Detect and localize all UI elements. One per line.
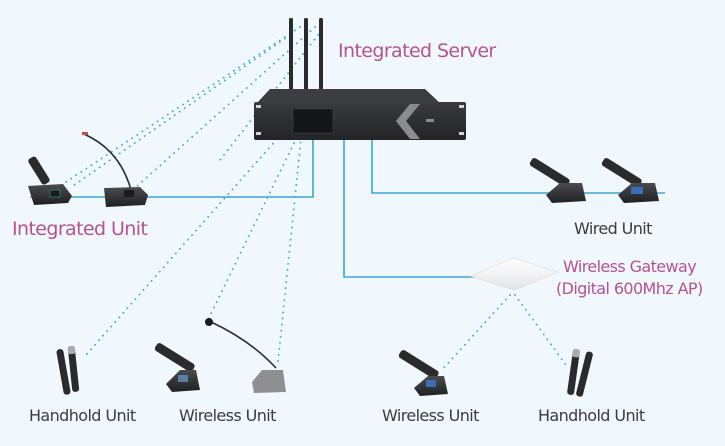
wireless-link-gateway-to-handhold [514,294,567,366]
integrated-unit-device-2 [82,132,148,207]
wired-link-wired-unit [371,140,665,194]
handhold-unit-right-label: Handhold Unit [538,406,645,425]
server-display-screen [292,108,334,134]
wireless-gateway-sublabel: (Digital 600Mhz AP) [556,279,703,298]
wireless-link-server-to-handhold [85,129,286,356]
wired-link-integrated-unit [30,140,314,198]
server-logo-chevron [396,104,420,139]
integrated-server-device [254,18,466,140]
wireless-link-antenna-to-unit-c [69,34,291,189]
wireless-gateway-device [469,257,559,291]
wireless-unit-right-device [398,350,448,396]
wired-link-gateway [343,140,480,278]
integrated-server-label: Integrated Server [338,40,496,62]
handhold-unit-left-label: Handhold Unit [29,406,136,425]
integrated-unit-label: Integrated Unit [12,218,148,240]
handhold-unit-left-device [56,345,80,395]
wireless-unit-left-device-1 [154,343,200,392]
wired-unit-label: Wired Unit [574,219,652,238]
handhold-unit-right-device [567,349,593,397]
wireless-link-gateway-to-wireless [441,294,511,371]
wired-unit-device-2 [601,158,659,203]
wireless-link-server-to-wireless-a [206,109,311,323]
wireless-link-server-to-wireless-b [277,99,306,363]
wireless-gateway-label: Wireless Gateway [563,257,697,276]
wireless-unit-right-label: Wireless Unit [382,406,479,425]
wired-unit-device-1 [529,158,586,203]
antenna-icon [289,18,323,90]
wireless-unit-left-label: Wireless Unit [179,406,276,425]
wireless-link-antenna-to-unit-b [134,26,316,189]
wireless-unit-left-device-2 [205,318,286,393]
integrated-unit-device-1 [28,156,72,205]
wireless-link-antenna-to-unit-a [59,26,301,187]
wireless-links [59,26,567,371]
